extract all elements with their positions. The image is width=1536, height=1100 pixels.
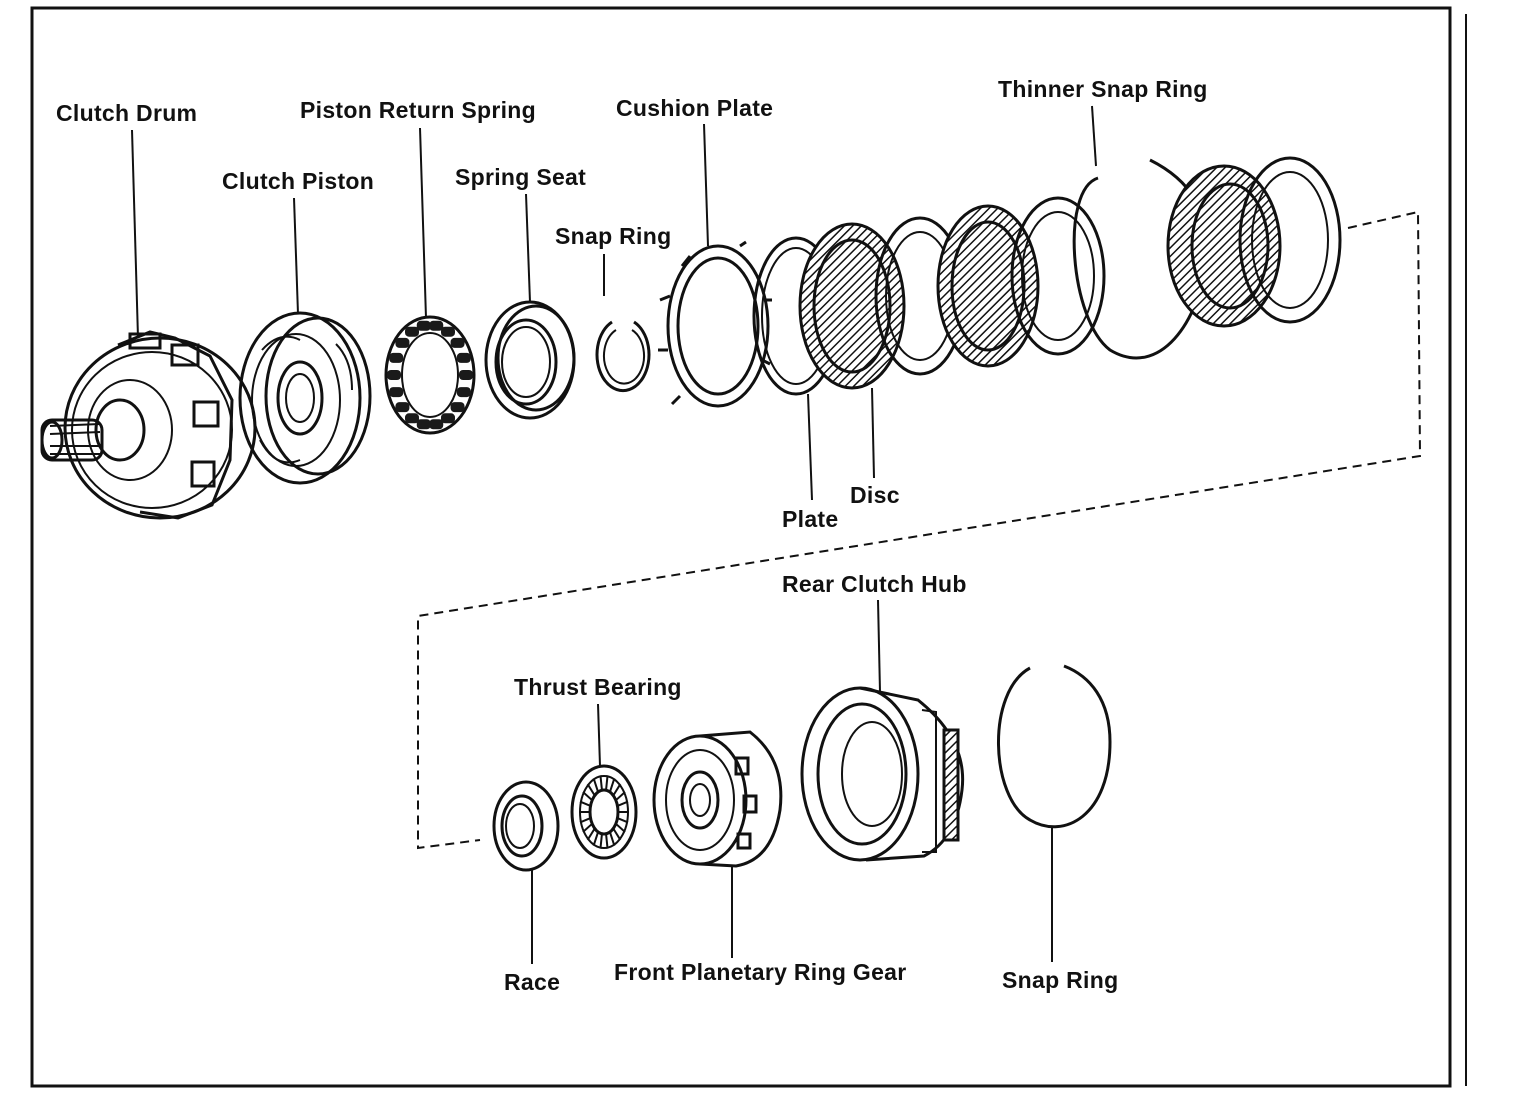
bearing-roller (579, 800, 590, 807)
rear-clutch-hub-part (800, 686, 965, 862)
leader-clutch-piston (293, 197, 299, 315)
bearing-roller (615, 791, 626, 801)
spring-coil (450, 337, 465, 348)
label-thrust-bearing: Thrust Bearing (514, 674, 682, 700)
leader-plate (807, 393, 813, 501)
disc-part-1 (798, 222, 906, 390)
label-disc: Disc (850, 482, 900, 508)
bearing-roller (609, 778, 616, 792)
clutch-piston-part (238, 311, 372, 485)
spring-coil (389, 352, 404, 363)
label-snap-ring-top: Snap Ring (555, 223, 671, 249)
bearing-roller (586, 828, 596, 841)
dashed-connector (417, 210, 1422, 850)
spring-coil (416, 320, 431, 331)
leader-clutch-drum (131, 129, 139, 339)
bearing-roller (605, 834, 609, 849)
spring-coil (387, 370, 401, 380)
spring-coil (459, 370, 473, 380)
bearing-roller (582, 791, 593, 801)
spring-coil (389, 387, 404, 398)
snap-ring-top-part (595, 320, 651, 393)
diagram-frame (30, 6, 1452, 1088)
bearing-roller (612, 828, 622, 841)
disc-part-3 (1166, 164, 1282, 328)
leader-piston-return-spring (419, 127, 427, 319)
spring-coil (441, 413, 455, 424)
spring-coil (395, 402, 410, 413)
bearing-roller (592, 832, 599, 846)
clutch-drum-part (40, 330, 257, 520)
disc-part-2 (936, 204, 1040, 368)
leader-cushion-plate (703, 123, 709, 247)
leader-rear-clutch-hub (877, 599, 881, 693)
bearing-roller (605, 775, 609, 790)
label-clutch-drum: Clutch Drum (56, 100, 197, 126)
label-snap-ring-bottom: Snap Ring (1002, 967, 1118, 993)
bearing-roller (612, 783, 622, 796)
label-front-planetary-ring-gear: Front Planetary Ring Gear (614, 959, 907, 985)
label-piston-return-spring: Piston Return Spring (300, 97, 536, 123)
plate-part-3 (1010, 196, 1106, 356)
label-rear-clutch-hub: Rear Clutch Hub (782, 571, 967, 597)
spring-coil (405, 326, 419, 337)
bearing-roller (586, 783, 596, 796)
bearing-roller (592, 778, 599, 792)
label-cushion-plate: Cushion Plate (616, 95, 773, 121)
thrust-bearing-part (570, 764, 638, 860)
bearing-roller (599, 834, 603, 849)
leader-thrust-bearing (597, 703, 601, 767)
bearing-roller (609, 832, 616, 846)
leader-disc (871, 387, 875, 479)
bearing-roller (618, 800, 629, 807)
bearing-roller (599, 775, 603, 790)
bearing-roller (618, 817, 629, 824)
spring-coil (456, 387, 471, 398)
bearing-roller (579, 817, 590, 824)
cushion-plate-part (658, 240, 772, 408)
label-spring-seat: Spring Seat (455, 164, 586, 190)
snap-ring-bottom-part (997, 664, 1112, 829)
label-plate: Plate (782, 506, 838, 532)
spring-coil (456, 352, 471, 363)
plate-part-4 (1238, 156, 1342, 324)
label-race: Race (504, 969, 560, 995)
label-thinner-snap-ring: Thinner Snap Ring (998, 76, 1208, 102)
spring-coil (441, 326, 455, 337)
bearing-roller (582, 823, 593, 833)
piston-return-spring-part (384, 315, 476, 435)
bearing-roller (615, 823, 626, 833)
spring-coil (405, 413, 419, 424)
leader-thinner-snap-ring (1091, 105, 1097, 167)
race-part (492, 780, 560, 872)
spring-coil (429, 320, 444, 331)
label-clutch-piston: Clutch Piston (222, 168, 374, 194)
leader-spring-seat (525, 193, 531, 303)
front-planetary-ring-gear-part (652, 730, 783, 868)
spring-coil (395, 337, 410, 348)
spring-seat-part (484, 300, 576, 420)
spring-coil (450, 402, 465, 413)
spring-coil (429, 419, 444, 430)
spring-coil (416, 419, 431, 430)
